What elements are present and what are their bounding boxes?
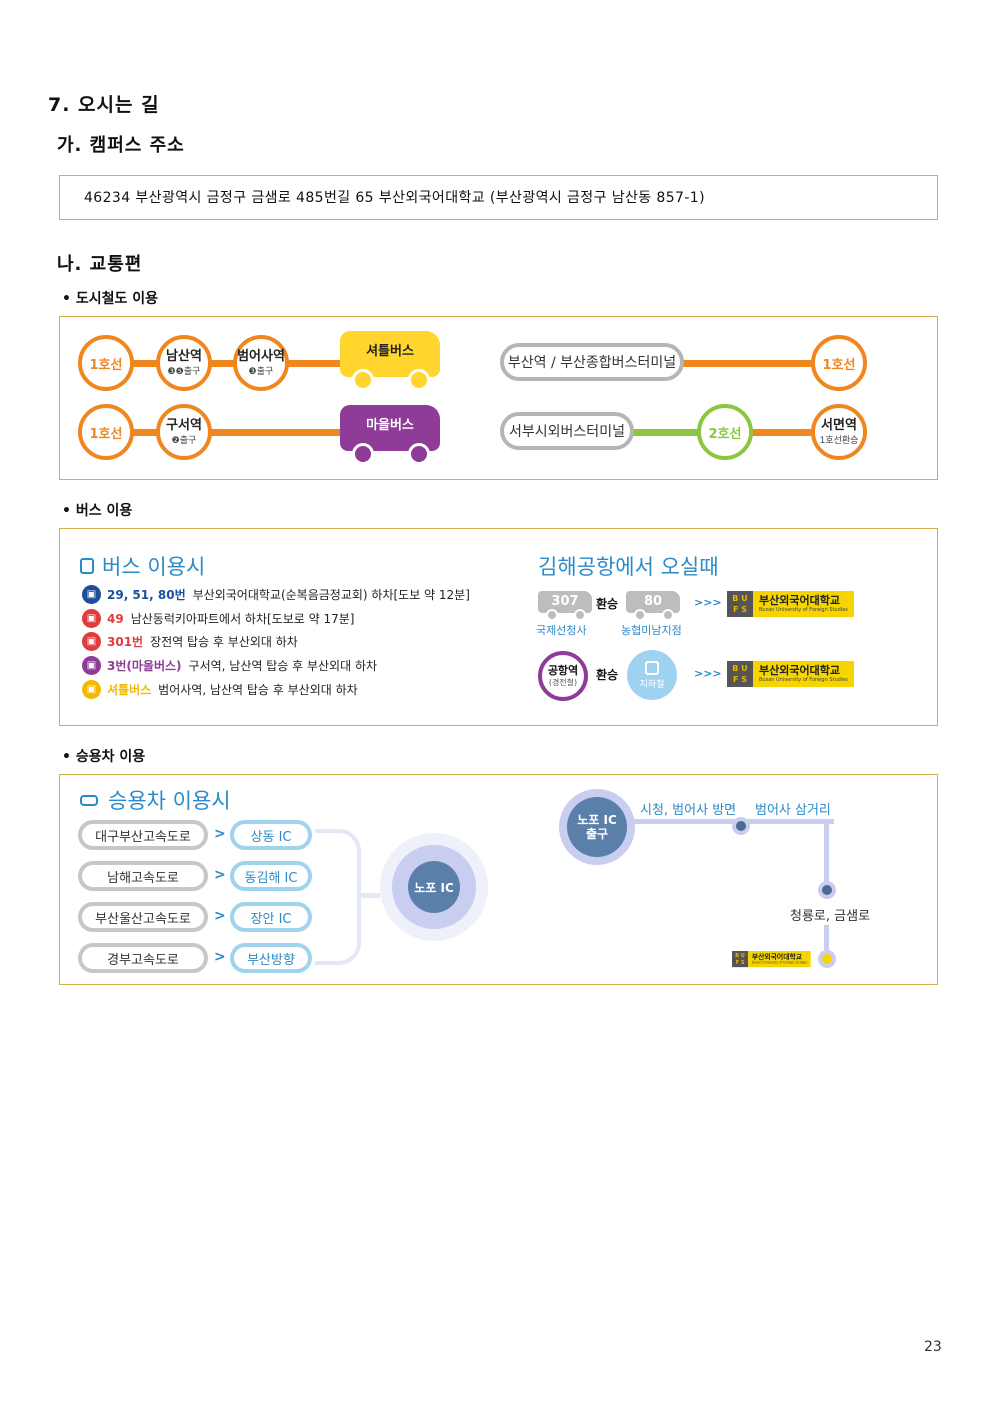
line1-badge: 1호선 [78,335,134,391]
bus-icon: ▣ [82,632,101,651]
transfer-label-2: 환승 [596,668,619,682]
line2-badge: 2호선 [697,404,753,460]
bus-title: 버스 이용시 [80,551,205,581]
highway-gyeongbu: 경부고속도로 [78,943,208,973]
bus-box: 버스 이용시 김해공항에서 오실때 307 환승 80 국제선청사 농협미남지점… [59,528,938,726]
campus-address: 46234 부산광역시 금정구 금샘로 485번길 65 부산외국어대학교 (부… [84,190,705,206]
shuttle-bus-icon: 셔틀버스 [340,331,442,391]
cheongnyong-dot [818,881,836,899]
ic-donggimhae: 동김해 IC [230,861,312,891]
seomyeon-route [750,429,830,436]
highway-busan-ulsan: 부산울산고속도로 [78,902,208,932]
transfer-label: 환승 [596,597,619,611]
ic-sangdong: 상동 IC [230,820,312,850]
village-bus-icon: 마을버스 [340,405,442,465]
page-number: 23 [924,1339,942,1355]
bus-row: ▣ 3번(마을버스)구서역, 남산역 탑승 후 부산외대 하차 [82,656,377,675]
bus-80-icon: 80 [626,591,682,621]
ic-jangan: 장안 IC [230,902,312,932]
line1-badge-3: 1호선 [811,335,867,391]
airport-station: 공항역 (경전철) [538,651,588,701]
bus-icon: ▣ [82,585,101,604]
highway-namhae: 남해고속도로 [78,861,208,891]
section-heading: 7. 오시는 길 [48,94,160,116]
route-connector [360,893,380,898]
bus-icon: ▣ [82,656,101,675]
subway-bullet: • 도시철도 이용 [62,291,158,307]
busan-station-route [670,360,840,367]
junction-dot [732,817,750,835]
bus-icon: ▣ [82,680,101,699]
car-bullet: • 승용차 이용 [62,749,146,765]
nopo-ic-outer: 노포 IC [380,833,488,941]
map-road-3 [824,819,829,893]
bus-icon [80,558,94,574]
address-box: 46234 부산광역시 금정구 금샘로 485번길 65 부산외국어대학교 (부… [59,175,938,220]
car-title: 승용차 이용시 [80,785,231,815]
bus-307-icon: 307 [538,591,594,621]
arrow-chevrons: >>> [694,596,722,609]
route-label-junction: 범어사 삼거리 [755,803,831,818]
route-label-city: 시청, 범어사 방면 [640,803,737,818]
route-label-cheongnyong: 청룡로, 금샘로 [790,909,871,924]
line1-badge-2: 1호선 [78,404,134,460]
line1-route-b [110,429,430,436]
highway-daegu-busan: 대구부산고속도로 [78,820,208,850]
map-road-4 [824,925,829,959]
map-road-2 [740,819,834,824]
chevron-icon: > [214,908,226,924]
campus-title: 가. 캠퍼스 주소 [57,135,185,156]
stop-intl-terminal: 국제선청사 [536,624,587,637]
chevron-icon: > [214,826,226,842]
map-road-1 [630,819,745,824]
chevron-icon: > [214,949,226,965]
subway-train-icon: 지하철 [627,650,677,700]
university-dot [818,950,836,968]
ic-busan-direction: 부산방향 [230,943,312,973]
busan-station-pill: 부산역 / 부산종합버스터미널 [500,343,684,381]
stop-nonghyup: 농협미남지점 [621,624,682,637]
bus-icon: ▣ [82,609,101,628]
arrow-chevrons-2: >>> [694,667,722,680]
car-icon [80,794,98,806]
seobu-pill: 서부시외버스터미널 [500,412,634,450]
nopo-ic: 노포 IC [408,861,460,913]
line2-route [620,429,770,436]
bus-bullet: • 버스 이용 [62,503,133,519]
route-bracket [315,829,361,965]
chevron-icon: > [214,867,226,883]
transport-title: 나. 교통편 [57,254,143,275]
airport-title: 김해공항에서 오실때 [538,555,719,579]
